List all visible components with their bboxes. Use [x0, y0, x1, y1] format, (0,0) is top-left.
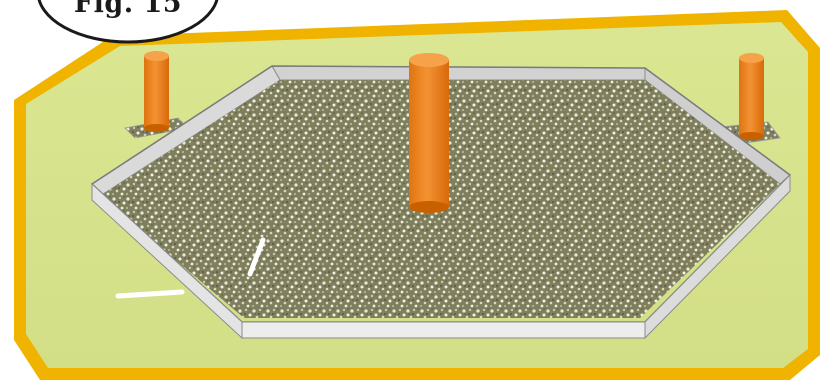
pipe-center [409, 53, 449, 213]
figure-label: Fig. 15 [58, 0, 198, 19]
